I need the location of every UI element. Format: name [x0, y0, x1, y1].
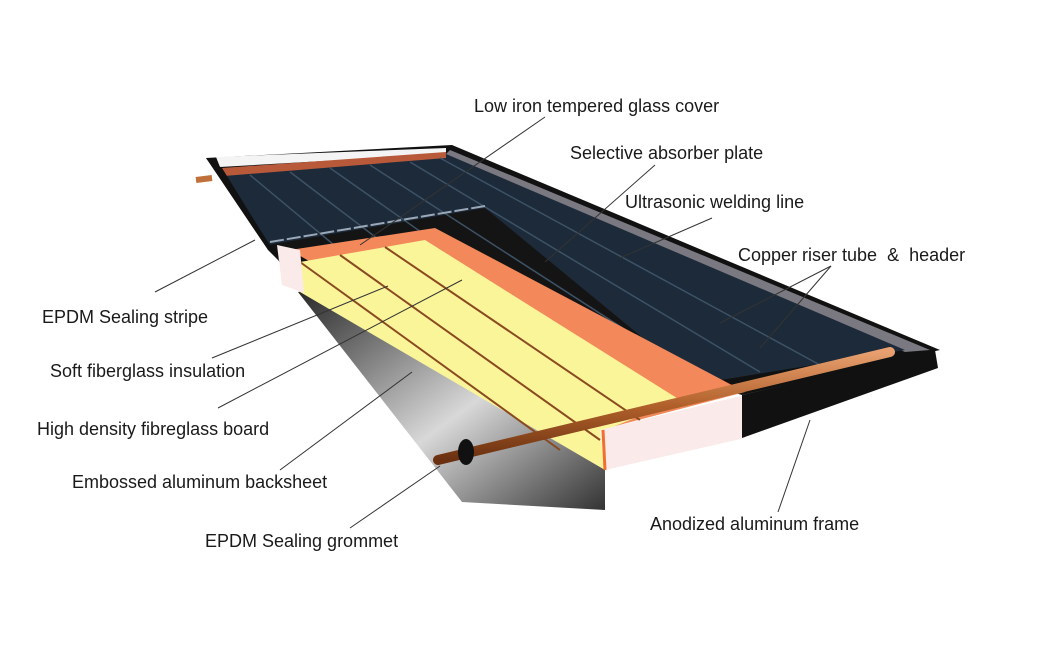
grommet: [458, 439, 474, 465]
epdm-block-front: [600, 395, 745, 470]
label-epdm-stripe: EPDM Sealing stripe: [42, 307, 209, 327]
top-header: [222, 152, 446, 176]
insulation: [300, 240, 680, 470]
label-welding-line: Ultrasonic welding line: [625, 192, 805, 212]
label-absorber-plate: Selective absorber plate: [570, 143, 764, 163]
label-hd-board: High density fibreglass board: [37, 419, 270, 439]
frame-left-side: [206, 158, 280, 262]
frame-inner-rim: [445, 150, 930, 352]
leader-lines: [154, 116, 832, 529]
backsheet: [298, 283, 605, 510]
copper-header-tube: [433, 347, 895, 465]
white-strip: [216, 148, 446, 167]
label-soft-insulation: Soft fiberglass insulation: [50, 361, 246, 381]
label-copper-tube: Copper riser tube & header: [738, 245, 966, 265]
frame-side: [742, 350, 938, 438]
label-backsheet: Embossed aluminum backsheet: [72, 472, 328, 492]
label-frame: Anodized aluminum frame: [650, 514, 860, 534]
epdm-block-left: [277, 245, 304, 293]
label-glass-cover: Low iron tempered glass cover: [474, 96, 720, 116]
label-grommet: EPDM Sealing grommet: [205, 531, 399, 551]
